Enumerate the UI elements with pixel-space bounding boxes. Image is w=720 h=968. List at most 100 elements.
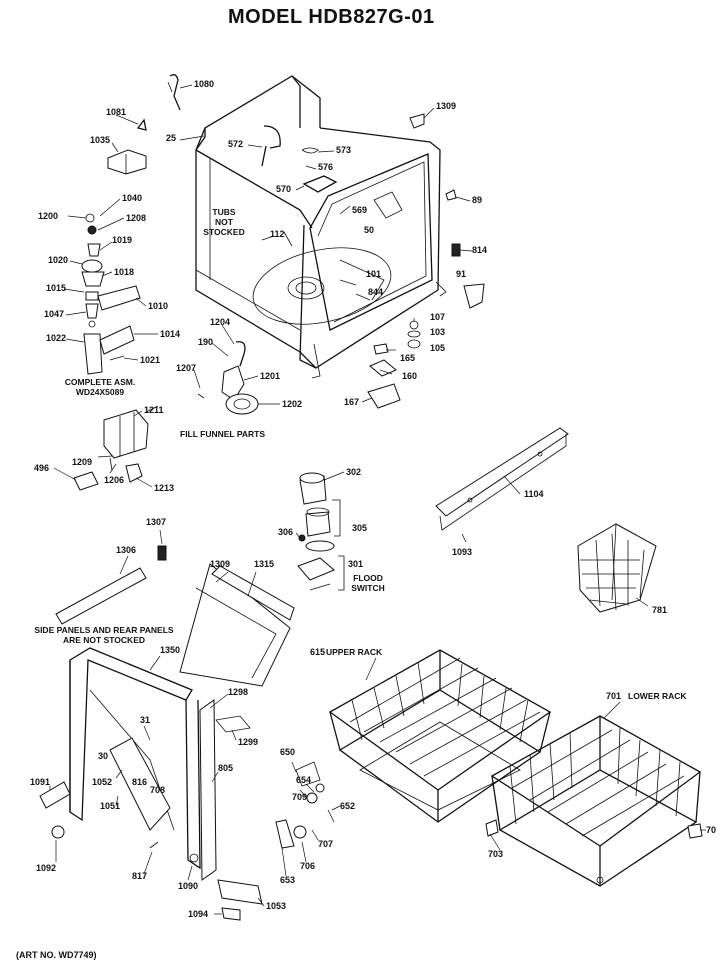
part-label-570: 570 — [276, 184, 292, 194]
part-label-103: 103 — [430, 327, 446, 337]
part-label-306: 306 — [278, 527, 294, 537]
part-label-25: 25 — [166, 133, 177, 143]
part-label-1298: 1298 — [228, 687, 249, 697]
part-label-817: 817 — [132, 871, 148, 881]
part-label-576: 576 — [318, 162, 334, 172]
note-lower-rack: LOWER RACK — [628, 691, 687, 701]
part-label-1090: 1090 — [178, 881, 199, 891]
part-label-496: 496 — [34, 463, 50, 473]
part-label-1209: 1209 — [72, 457, 93, 467]
part-label-1299: 1299 — [238, 737, 259, 747]
part-label-1051: 1051 — [100, 801, 121, 811]
part-label-706: 706 — [300, 861, 316, 871]
part-label-1092: 1092 — [36, 863, 57, 873]
part-label-1052: 1052 — [92, 777, 113, 787]
part-label-708: 708 — [150, 785, 166, 795]
part-label-1020: 1020 — [48, 255, 69, 265]
part-label-50: 50 — [364, 225, 375, 235]
note-upper-rack: UPPER RACK — [326, 647, 383, 657]
part-label-1200: 1200 — [38, 211, 59, 221]
tub-drawing — [195, 75, 447, 379]
note-side-panels: SIDE PANELS AND REAR PANELS ARE NOT STOC… — [34, 625, 174, 645]
leader-lines — [49, 84, 706, 915]
part-label-1053: 1053 — [266, 901, 287, 911]
part-label-1080: 1080 — [194, 79, 215, 89]
part-label-1350: 1350 — [160, 645, 181, 655]
part-label-1018: 1018 — [114, 267, 135, 277]
part-label-650: 650 — [280, 747, 296, 757]
part-label-105: 105 — [430, 343, 446, 353]
part-label-781: 781 — [652, 605, 668, 615]
part-label-652: 652 — [340, 801, 356, 811]
part-label-1206: 1206 — [104, 475, 125, 485]
part-label-844: 844 — [368, 287, 384, 297]
part-label-703: 703 — [488, 849, 504, 859]
part-label-1307: 1307 — [146, 517, 167, 527]
rail-1104-drawing — [435, 427, 569, 543]
art-number: (ART NO. WD7749) — [16, 950, 97, 960]
door-hardware-drawing — [39, 715, 263, 921]
part-label-1093: 1093 — [452, 547, 473, 557]
part-label-30: 30 — [98, 751, 109, 761]
page-title: MODEL HDB827G-01 — [228, 6, 435, 28]
upper-rack-drawing — [328, 649, 552, 823]
door-frame-drawing — [69, 647, 217, 881]
water-valve-drawing — [73, 405, 159, 491]
part-label-301: 301 — [348, 559, 364, 569]
part-label-1047: 1047 — [44, 309, 65, 319]
part-label-305: 305 — [352, 523, 368, 533]
part-label-1207: 1207 — [176, 363, 197, 373]
part-label-573: 573 — [336, 145, 352, 155]
pump-assembly-drawing — [297, 472, 345, 591]
part-label-70: 70 — [706, 825, 717, 835]
part-label-1094: 1094 — [188, 909, 209, 919]
part-label-1315: 1315 — [254, 559, 275, 569]
door-panel-drawing — [55, 545, 295, 687]
note-flood-switch: FLOOD SWITCH — [351, 573, 385, 593]
part-label-31: 31 — [140, 715, 151, 725]
part-label-1035: 1035 — [90, 135, 111, 145]
part-label-1021: 1021 — [140, 355, 161, 365]
part-label-805: 805 — [218, 763, 234, 773]
part-label-1019: 1019 — [112, 235, 133, 245]
valve-assembly-drawing — [81, 81, 173, 375]
part-label-1211: 1211 — [144, 405, 164, 415]
part-label-1081: 1081 — [106, 107, 127, 117]
part-label-160: 160 — [402, 371, 418, 381]
part-label-569: 569 — [352, 205, 368, 215]
part-label-653: 653 — [280, 875, 296, 885]
part-label-91: 91 — [456, 269, 467, 279]
part-label-814: 814 — [472, 245, 488, 255]
part-label-107: 107 — [430, 312, 446, 322]
part-label-1014: 1014 — [160, 329, 181, 339]
part-label-1306: 1306 — [116, 545, 137, 555]
part-label-1201: 1201 — [260, 371, 281, 381]
part-label-701: 701 — [606, 691, 622, 701]
fill-funnel-drawing — [197, 341, 259, 415]
part-label-1309b: 1309 — [210, 559, 231, 569]
part-label-112: 112 — [270, 229, 285, 239]
part-label-1204: 1204 — [210, 317, 231, 327]
part-label-1022: 1022 — [46, 333, 67, 343]
part-label-615: 615 — [310, 647, 326, 657]
part-label-165: 165 — [400, 353, 416, 363]
part-label-1309: 1309 — [436, 101, 457, 111]
part-label-89: 89 — [472, 195, 483, 205]
tub-small-parts — [107, 74, 485, 409]
lower-rack-drawing — [485, 715, 703, 887]
part-label-1213: 1213 — [154, 483, 175, 493]
latch-parts-drawing — [275, 761, 335, 849]
part-label-1202: 1202 — [282, 399, 303, 409]
note-complete-asm: COMPLETE ASM. WD24X5089 — [64, 377, 136, 397]
part-label-302: 302 — [346, 467, 362, 477]
part-label-1208: 1208 — [126, 213, 147, 223]
part-label-1015: 1015 — [46, 283, 67, 293]
cutlery-basket-drawing — [577, 523, 657, 613]
part-label-1091: 1091 — [30, 777, 51, 787]
part-label-167: 167 — [344, 397, 360, 407]
part-label-190: 190 — [198, 337, 214, 347]
part-label-101: 101 — [366, 269, 382, 279]
part-label-707: 707 — [318, 839, 334, 849]
part-label-1010: 1010 — [148, 301, 169, 311]
